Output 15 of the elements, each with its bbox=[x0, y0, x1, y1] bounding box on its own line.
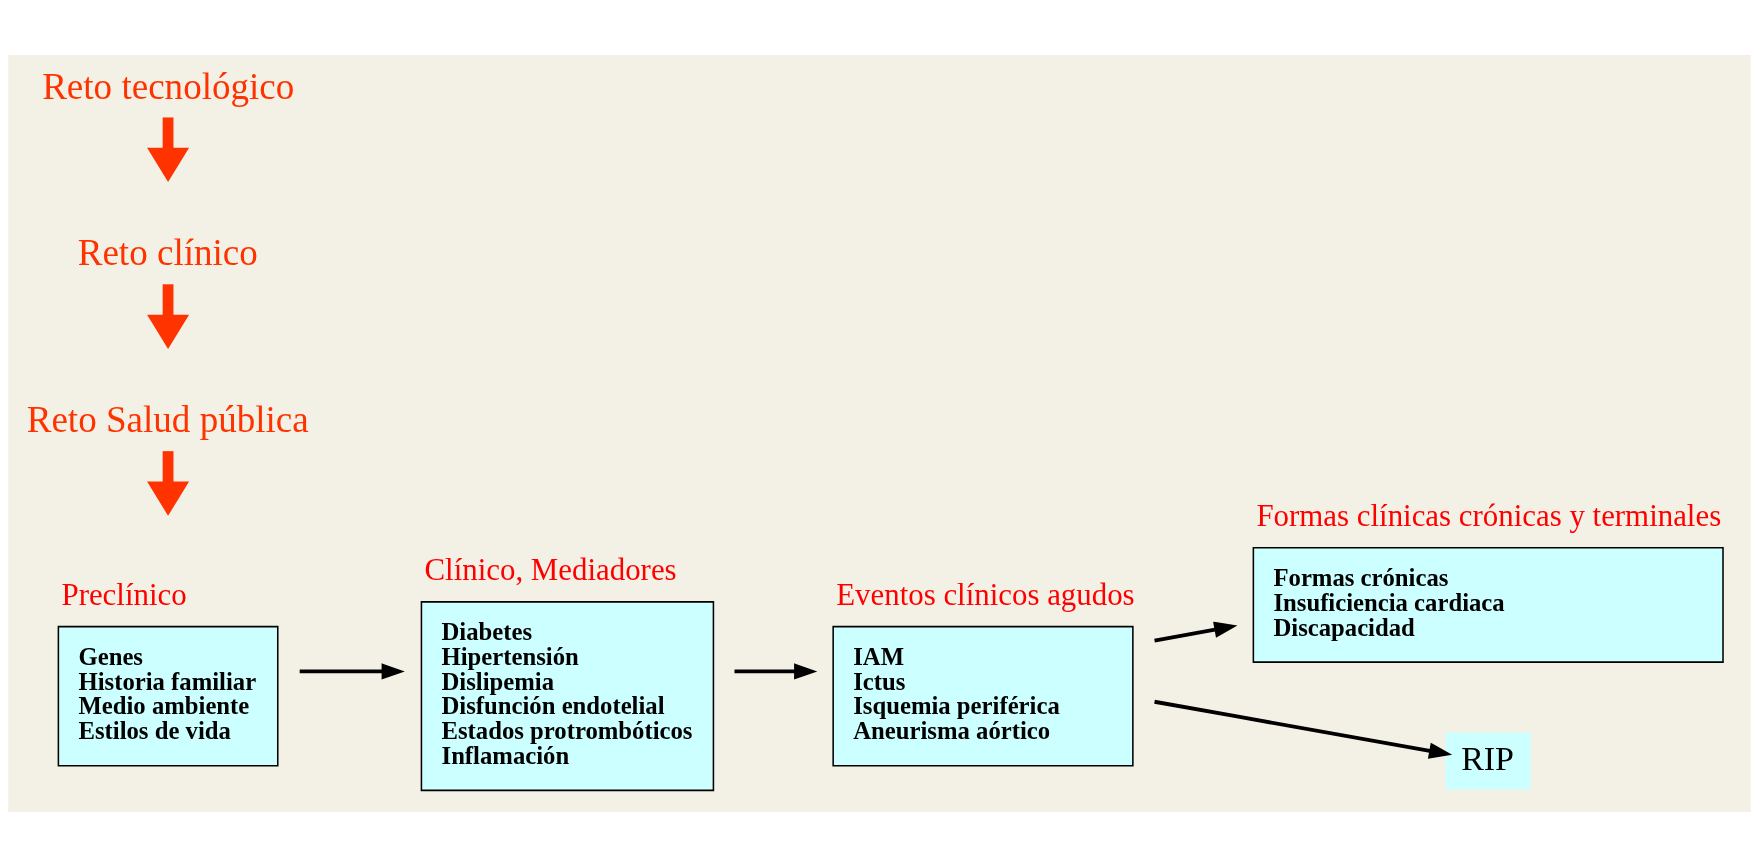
arrow bbox=[1154, 699, 1453, 759]
node-text: Reto clínico bbox=[77, 232, 258, 274]
node-label: Eventos clínicos agudos bbox=[836, 576, 1135, 612]
node-text: Reto Salud pública bbox=[26, 399, 309, 441]
arrow bbox=[734, 663, 818, 680]
node-label: Formas clínicas crónicas y terminales bbox=[1256, 498, 1722, 534]
arrow bbox=[299, 663, 405, 680]
node-label: Clínico, Mediadores bbox=[424, 552, 677, 588]
node-box: RIP bbox=[1445, 732, 1531, 790]
arrow bbox=[147, 451, 190, 516]
arrow bbox=[1154, 621, 1238, 643]
arrow bbox=[147, 284, 190, 349]
node-label: Preclínico bbox=[61, 576, 187, 612]
node-text: Reto tecnológico bbox=[42, 65, 295, 107]
arrow bbox=[147, 117, 190, 183]
